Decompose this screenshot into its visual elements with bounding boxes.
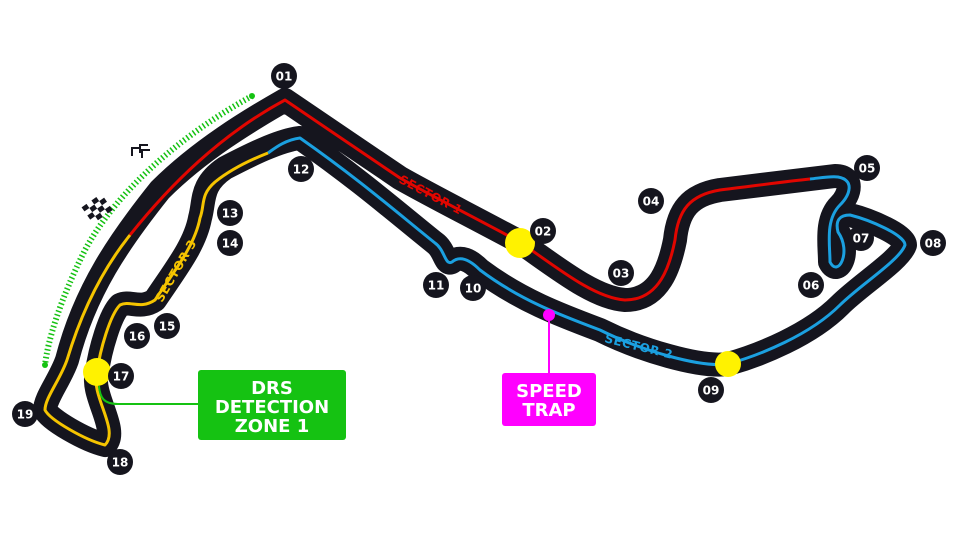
drs-connector — [98, 385, 198, 405]
turn-badge-18: 18 — [107, 449, 133, 475]
turn-badge-17: 17 — [108, 363, 134, 389]
svg-text:18: 18 — [112, 456, 129, 470]
svg-text:06: 06 — [803, 279, 820, 293]
turn-badge-02: 02 — [530, 218, 556, 244]
sector-marker-2-3 — [715, 351, 741, 377]
svg-text:04: 04 — [643, 195, 660, 209]
svg-text:15: 15 — [159, 320, 176, 334]
turn-badge-05: 05 — [854, 155, 880, 181]
direction-chevrons-icon — [131, 144, 150, 158]
turn-badge-09: 09 — [698, 377, 724, 403]
turn-badge-16: 16 — [124, 323, 150, 349]
svg-text:12: 12 — [293, 163, 310, 177]
turn-badge-19: 19 — [12, 401, 38, 427]
svg-text:10: 10 — [465, 282, 482, 296]
speed-trap-line-2: TRAP — [522, 400, 575, 421]
pit-lane-start-dot — [249, 93, 255, 99]
svg-text:02: 02 — [535, 225, 552, 239]
svg-text:07: 07 — [853, 232, 870, 246]
svg-text:13: 13 — [222, 207, 239, 221]
turn-badge-15: 15 — [154, 313, 180, 339]
svg-text:03: 03 — [613, 267, 630, 281]
turn-badge-14: 14 — [217, 230, 243, 256]
svg-text:14: 14 — [222, 237, 239, 251]
turn-badge-12: 12 — [288, 156, 314, 182]
pit-lane-line — [42, 93, 254, 366]
sector-marker-3-1 — [83, 358, 111, 386]
drs-line-2: DETECTION — [215, 397, 329, 418]
speed-trap-line-1: SPEED — [516, 381, 582, 402]
svg-text:08: 08 — [925, 237, 942, 251]
speed-trap-dot — [543, 309, 555, 321]
drs-detection-box — [198, 370, 346, 440]
turn-badge-07: 07 — [848, 225, 874, 251]
turn-badge-10: 10 — [460, 275, 486, 301]
turn-badge-11: 11 — [423, 272, 449, 298]
svg-text:19: 19 — [17, 408, 34, 422]
turn-badge-13: 13 — [217, 200, 243, 226]
svg-text:09: 09 — [703, 384, 720, 398]
svg-text:11: 11 — [428, 279, 445, 293]
sector-3-line — [43, 151, 269, 447]
turn-badge-04: 04 — [638, 188, 664, 214]
drs-line-1: DRS — [251, 378, 293, 399]
svg-text:05: 05 — [859, 162, 876, 176]
turn-badge-03: 03 — [608, 260, 634, 286]
svg-text:01: 01 — [276, 70, 293, 84]
drs-line-3: ZONE 1 — [235, 416, 310, 437]
speed-trap-box — [502, 373, 596, 426]
sector-2-line — [267, 136, 907, 367]
sector-marker-1-2 — [505, 228, 535, 258]
turn-badge-01: 01 — [271, 63, 297, 89]
turn-badge-08: 08 — [920, 230, 946, 256]
svg-text:17: 17 — [113, 370, 130, 384]
checkered-flag-icon — [81, 197, 113, 221]
pit-lane-end-dot — [42, 362, 48, 368]
turn-badge-06: 06 — [798, 272, 824, 298]
svg-text:16: 16 — [129, 330, 146, 344]
